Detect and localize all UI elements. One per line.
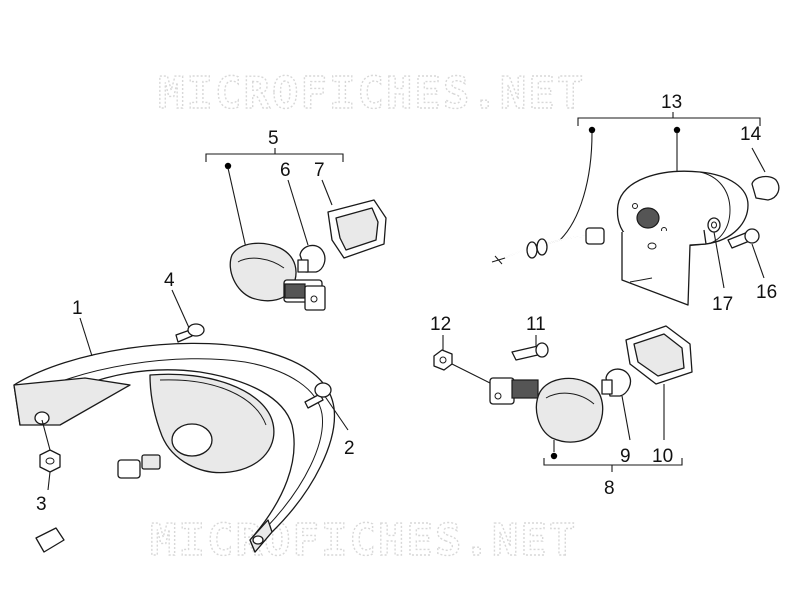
callout-7: 7 xyxy=(314,160,325,181)
callout-13: 13 xyxy=(661,92,682,113)
leader-1 xyxy=(79,317,93,357)
callout-3: 3 xyxy=(36,494,47,515)
screw-2 xyxy=(304,382,349,431)
callout-1: 1 xyxy=(72,298,83,319)
callout-9: 9 xyxy=(620,446,631,467)
callout-5: 5 xyxy=(268,128,279,149)
turn-signal-left-assembly xyxy=(205,148,387,311)
watermark-top: MICROFICHES.NET xyxy=(158,68,585,119)
callout-14: 14 xyxy=(740,124,762,145)
callout-2: 2 xyxy=(344,438,355,459)
turn-signal-right-assembly xyxy=(433,325,693,472)
leader-3 xyxy=(47,471,51,491)
screw-4 xyxy=(171,289,205,343)
license-plate-light-assembly xyxy=(491,112,780,306)
callout-4: 4 xyxy=(164,270,175,291)
nut-3 xyxy=(39,419,61,473)
callout-8: 8 xyxy=(604,478,615,499)
tail-light-housing xyxy=(13,342,336,553)
watermark-bottom: MICROFICHES.NET xyxy=(150,515,577,566)
callout-17: 17 xyxy=(712,294,733,315)
tail-light-wiring xyxy=(35,454,161,553)
callout-12: 12 xyxy=(430,314,451,335)
callout-16: 16 xyxy=(756,282,777,303)
callout-6: 6 xyxy=(280,160,291,181)
callout-11: 11 xyxy=(526,314,546,335)
callout-10: 10 xyxy=(652,446,673,467)
